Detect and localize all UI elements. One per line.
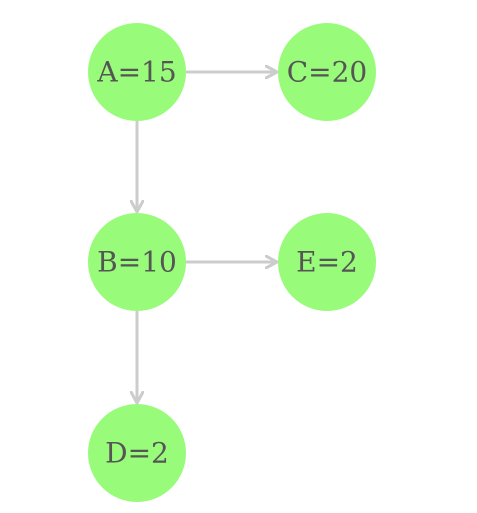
node-b-label: B=10 — [97, 246, 177, 279]
node-a: A=15 — [88, 23, 186, 121]
node-e-label: E=2 — [296, 246, 358, 279]
nodes-layer: A=15B=10 C=20D=2 E=2 — [88, 23, 376, 502]
edges-layer — [137, 72, 277, 403]
node-d-label: D=2 — [105, 437, 169, 470]
node-c-label: C=20 — [287, 56, 368, 89]
node-d: D=2 — [88, 404, 186, 502]
node-c-circle — [278, 23, 376, 121]
node-b-circle — [88, 213, 186, 311]
node-e: E=2 — [278, 213, 376, 311]
node-a-circle — [88, 23, 186, 121]
node-d-circle — [88, 404, 186, 502]
node-c: C=20 — [278, 23, 376, 121]
node-e-circle — [278, 213, 376, 311]
node-a-label: A=15 — [96, 56, 176, 89]
node-b: B=10 — [88, 213, 186, 311]
